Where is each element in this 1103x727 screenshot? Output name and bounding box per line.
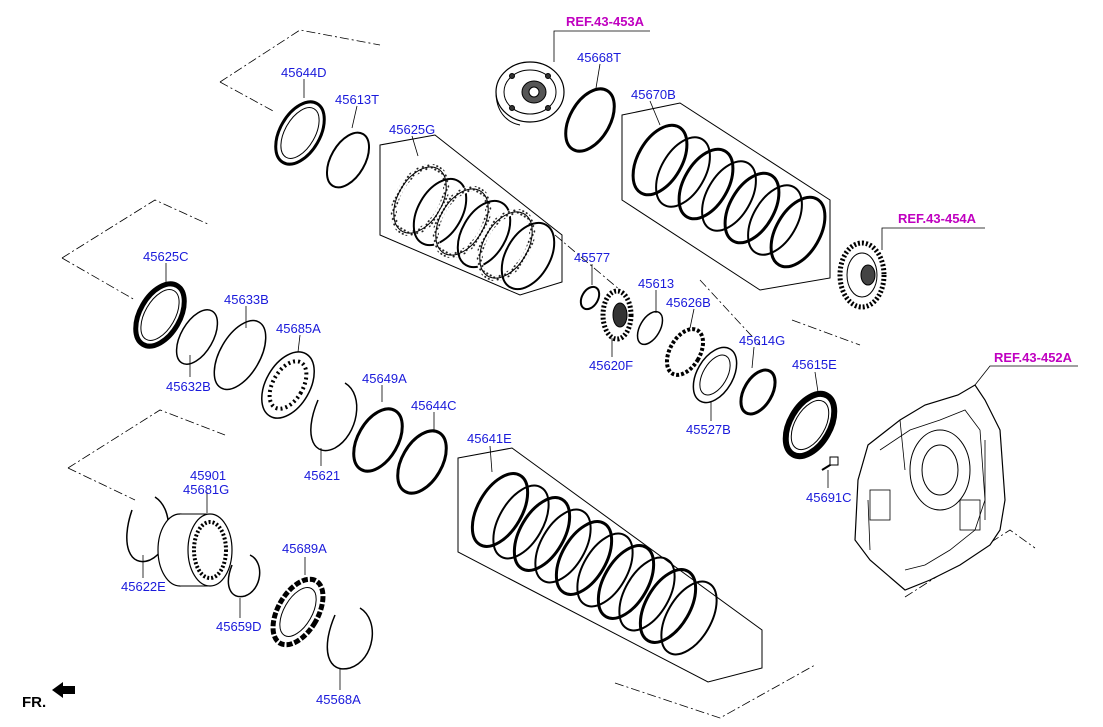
part-45689a <box>270 576 326 648</box>
part-label-45670b[interactable]: 45670B <box>631 87 676 102</box>
part-45632b <box>175 309 219 365</box>
part-label-45577[interactable]: 45577 <box>574 250 611 265</box>
part-label-45615e[interactable]: 45615E <box>792 357 837 372</box>
part-45644d <box>274 100 326 166</box>
part-45577 <box>579 285 601 311</box>
front-arrow-icon <box>52 682 75 698</box>
phantom-outlines <box>61 29 1036 719</box>
part-label-45614g[interactable]: 45614G <box>739 333 786 348</box>
part-label-45622e[interactable]: 45622E <box>121 579 166 594</box>
part-label-45691c[interactable]: 45691C <box>806 490 852 505</box>
part-45625g-disc-pack <box>390 163 556 291</box>
part-45613t <box>325 131 371 189</box>
front-direction-label: FR. <box>22 694 47 711</box>
group-box-45641e <box>457 447 763 683</box>
part-ref-454a-gear <box>837 240 887 310</box>
part-45625c <box>133 281 187 349</box>
part-label-45626b[interactable]: 45626B <box>666 295 711 310</box>
part-45614g <box>739 368 777 416</box>
transmission-case <box>854 384 1006 591</box>
part-label-45668t[interactable]: 45668T <box>577 50 622 65</box>
part-label-45632b[interactable]: 45632B <box>166 379 211 394</box>
part-label-45613[interactable]: 45613 <box>638 276 675 291</box>
part-label-45641e[interactable]: 45641E <box>467 431 512 446</box>
part-label-45685a[interactable]: 45685A <box>276 321 321 336</box>
part-label-45681g[interactable]: 45681G <box>183 482 230 497</box>
part-label-45659d[interactable]: 45659D <box>216 619 262 634</box>
part-45626b <box>664 327 706 377</box>
group-box-45625g <box>379 134 563 296</box>
ref-label-454a[interactable]: REF.43-454A <box>898 211 977 226</box>
part-45527b <box>692 346 738 404</box>
part-label-45527b[interactable]: 45527B <box>686 422 731 437</box>
part-label-45621[interactable]: 45621 <box>304 468 341 483</box>
ref-label-452a[interactable]: REF.43-452A <box>994 350 1073 365</box>
part-label-45625g[interactable]: 45625G <box>389 122 436 137</box>
part-45613 <box>636 310 664 346</box>
part-label-45568a[interactable]: 45568A <box>316 692 361 707</box>
part-45659d <box>227 554 261 598</box>
part-label-45644d[interactable]: 45644D <box>281 65 327 80</box>
part-45620f <box>600 288 634 342</box>
part-label-45625c[interactable]: 45625C <box>143 249 189 264</box>
part-45568a <box>326 607 374 670</box>
part-45621 <box>310 382 358 452</box>
part-45622e <box>126 496 169 563</box>
part-label-45633b[interactable]: 45633B <box>224 292 269 307</box>
part-label-45613t[interactable]: 45613T <box>335 92 380 107</box>
part-45644c <box>396 429 448 495</box>
part-45649a <box>352 407 404 473</box>
part-45685a <box>261 351 315 419</box>
ref-label-453a[interactable]: REF.43-453A <box>566 14 645 29</box>
part-label-45689a[interactable]: 45689A <box>282 541 327 556</box>
part-45641e-plate-pack <box>470 472 718 656</box>
part-45615e <box>782 390 838 460</box>
part-label-45649a[interactable]: 45649A <box>362 371 407 386</box>
part-45691c-bolt <box>821 456 839 471</box>
part-label-45620f[interactable]: 45620F <box>589 358 634 373</box>
group-box-45670b <box>621 102 831 291</box>
leader-lines <box>142 30 1078 690</box>
part-45670b-plate-pack <box>631 123 827 269</box>
part-45633b <box>213 319 267 391</box>
part-45901-drum <box>157 513 233 587</box>
part-label-45644c[interactable]: 45644C <box>411 398 457 413</box>
pump-housing <box>495 61 565 126</box>
part-45668t <box>564 87 616 153</box>
part-label-45901[interactable]: 45901 <box>190 468 227 483</box>
